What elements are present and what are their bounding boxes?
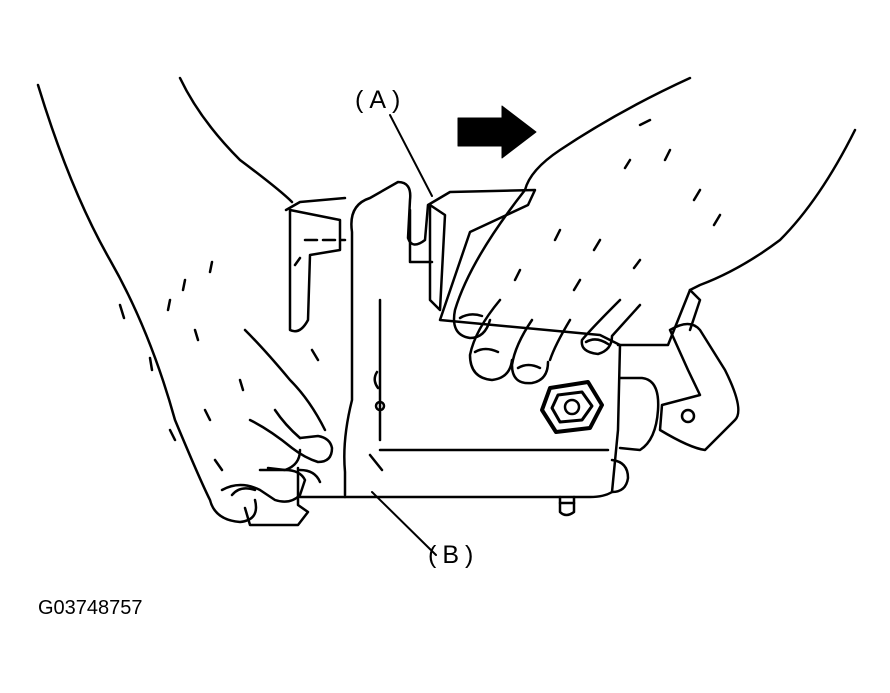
right-hand: [452, 76, 857, 385]
arrow-right-icon: [457, 105, 537, 159]
leader-line-a: [389, 114, 433, 197]
figure-code: G03748757: [38, 597, 143, 619]
left-hand: [36, 76, 334, 524]
callout-b: (B): [428, 541, 480, 569]
leader-line-b: [371, 491, 437, 556]
hex-bolt-icon: [540, 380, 604, 434]
component-housing: [243, 180, 740, 527]
callout-a: (A): [355, 86, 407, 114]
